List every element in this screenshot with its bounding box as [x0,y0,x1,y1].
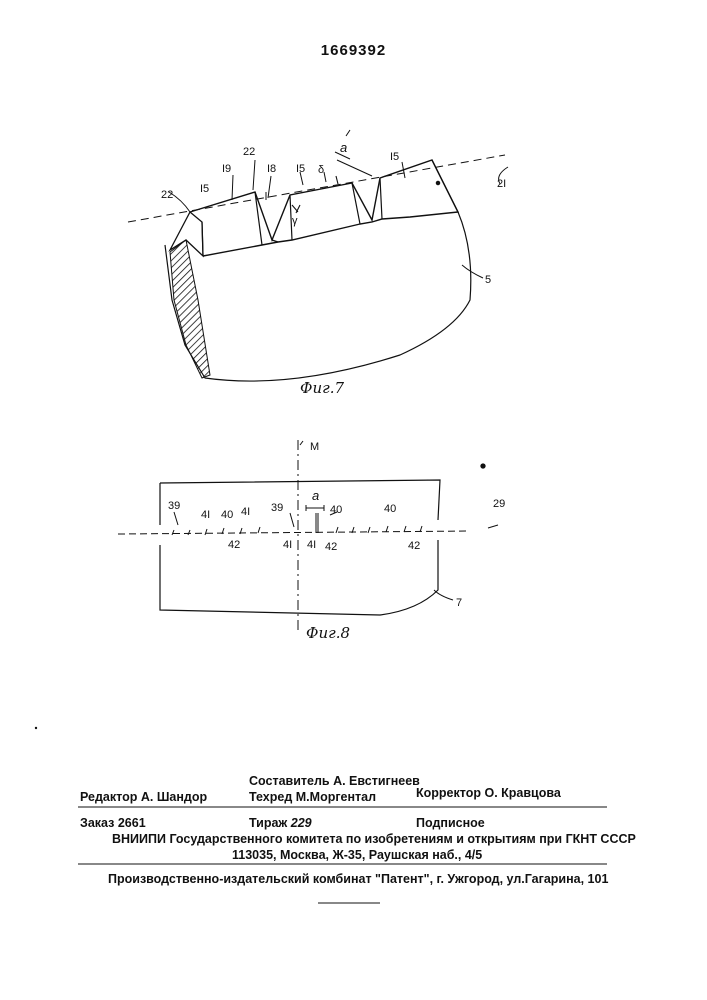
publisher-line: Производственно-издательский комбинат "П… [108,872,608,886]
mark-delta [336,176,338,184]
facet-lines [202,160,458,256]
compiler-line: Составитель А. Евстигнеев [249,774,420,788]
order-label: Заказ [80,816,114,830]
label-41b: 4I [241,506,250,518]
reference-line-29 [118,531,470,534]
plate-outline [160,480,440,615]
label-22b: 22 [243,146,255,158]
label-delta: δ [318,164,324,176]
label-15a: I5 [200,183,209,195]
fig7-caption: Фиг.7 [300,379,344,397]
blade-body-outline [165,212,471,381]
label-41c: 4I [283,539,292,551]
label-21: 2I [497,178,506,190]
label-41a: 4I [201,509,210,521]
mark-gamma [292,205,300,213]
label-40b: 40 [330,504,342,516]
corrector-name: О. Кравцова [484,786,560,800]
corrector-label: Корректор [416,786,481,800]
techred-name: М.Моргентал [296,790,376,804]
label-15b: I5 [296,163,305,175]
label-22a: 22 [161,189,173,201]
techred-label: Техред [249,790,292,804]
fig8-label-a: a [312,488,319,503]
address-line: 113035, Москва, Ж-35, Раушская наб., 4/5 [232,848,482,862]
subscription: Подписное [416,816,485,830]
label-40a: 40 [221,509,233,521]
org-line: ВНИИПИ Государственного комитета по изоб… [112,832,636,846]
techred-line: Техред М.Моргентал [249,790,376,804]
label-7: 7 [456,597,462,609]
axis-M-mark [300,441,303,445]
label-15c: I5 [390,151,399,163]
label-42a: 42 [228,539,240,551]
editor-label: Редактор [80,790,137,804]
label-42c: 42 [408,540,420,552]
label-a: a [340,140,347,155]
label-39a: 39 [168,500,180,512]
label-29: 29 [493,498,505,510]
label-5: 5 [485,274,491,286]
hatched-side [170,240,210,378]
fig8-dimension-a [306,505,324,511]
figure-8 [118,440,498,632]
label-40c: 40 [384,503,396,515]
corrector-line: Корректор О. Кравцова [416,786,561,800]
order-value: 2661 [118,816,146,830]
label-18: I8 [267,163,276,175]
label-gamma: γ [292,215,298,227]
editor-line: Редактор А. Шандор [80,790,207,804]
leaders [169,160,508,278]
circulation-label: Тираж [249,816,287,830]
label-M: M [310,441,319,453]
order-line: Заказ 2661 [80,816,146,830]
label-39b: 39 [271,502,283,514]
fig8-leaders [174,512,453,600]
compiler-name: А. Евстигнеев [333,774,420,788]
label-42b: 42 [325,541,337,553]
label-41d: 4I [307,539,316,551]
circulation-value: 229 [291,816,312,830]
editor-name: А. Шандор [141,790,207,804]
label-19: I9 [222,163,231,175]
fig8-caption: Фиг.8 [306,624,350,642]
reference-line-21 [128,155,505,222]
line-29-mark [488,525,498,528]
circulation-line: Тираж 229 [249,816,312,830]
compiler-label: Составитель [249,774,330,788]
figure-7-labels: 22 22 I9 I8 I5 I5 δ I5 a γ 2I 5 Фиг.7 [161,140,506,397]
